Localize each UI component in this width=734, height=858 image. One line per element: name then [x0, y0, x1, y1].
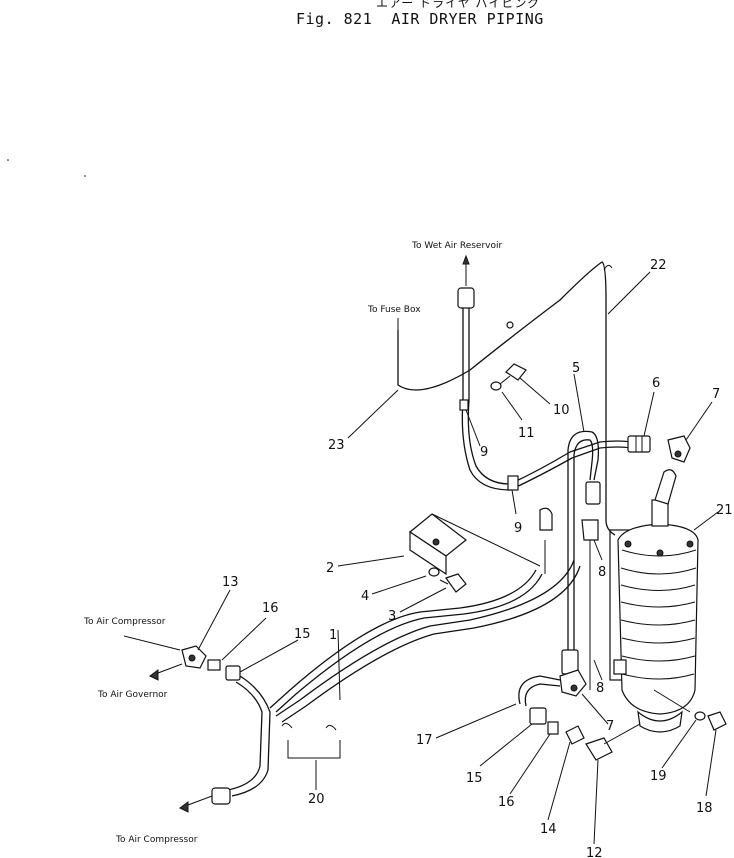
note-air-governor: To Air Governor	[97, 690, 168, 700]
figure-header: エアー ドライヤ パイピング Fig. 821 AIR DRYER PIPING	[0, 0, 734, 36]
nut-15-bottom	[529, 707, 547, 725]
callout-22: 22	[650, 258, 667, 273]
callout-5: 5	[572, 361, 580, 376]
figure-title: Fig. 821 AIR DRYER PIPING	[296, 10, 544, 28]
tee-13	[181, 645, 207, 669]
bracket-8	[581, 519, 599, 541]
note-air-compressor-top: To Air Compressor	[83, 617, 166, 627]
leader-lines	[123, 271, 719, 845]
note-air-compressor-bottom: To Air Compressor	[115, 835, 198, 845]
callout-7-bottom: 7	[606, 719, 614, 734]
nipple-16-left	[207, 659, 221, 671]
hose-17	[518, 675, 561, 707]
callout-11: 11	[518, 426, 535, 441]
figure-name: AIR DRYER PIPING	[391, 10, 544, 28]
nipple-16-bottom	[547, 721, 559, 735]
washer-19	[694, 711, 706, 721]
figure-number: Fig. 821	[296, 10, 373, 28]
callout-16-left: 16	[262, 601, 279, 616]
callout-9-top: 9	[480, 445, 488, 460]
figure-subtitle-japanese: エアー ドライヤ パイピング	[376, 0, 541, 10]
harness-23	[397, 261, 616, 536]
air-dryer-unit	[609, 469, 699, 733]
note-wet-air-reservoir: To Wet Air Reservoir	[411, 241, 502, 251]
bolt-3	[439, 573, 467, 593]
callout-15-left: 15	[294, 627, 311, 642]
callout-20: 20	[308, 792, 325, 807]
callout-14: 14	[540, 822, 557, 837]
callout-8-bottom: 8	[596, 681, 604, 696]
callout-2: 2	[326, 561, 334, 576]
callout-21: 21	[716, 503, 733, 518]
callout-18: 18	[696, 801, 713, 816]
elbow-7-top	[667, 435, 691, 463]
connector-6	[627, 435, 651, 453]
callout-7-top: 7	[712, 387, 720, 402]
clamp-20	[281, 722, 337, 731]
note-fuse-box: To Fuse Box	[367, 305, 421, 315]
callout-17: 17	[416, 733, 433, 748]
callout-10: 10	[553, 403, 570, 418]
connector-bottom-left	[211, 787, 231, 805]
callout-23: 23	[328, 438, 345, 453]
nut-15-left	[225, 665, 241, 681]
callout-16-bottom: 16	[498, 795, 515, 810]
callout-15-bottom: 15	[466, 771, 483, 786]
clip-9-bottom	[539, 507, 553, 531]
callout-12: 12	[586, 846, 603, 858]
callout-9-bottom: 9	[514, 521, 522, 536]
callout-19: 19	[650, 769, 667, 784]
callout-1: 1	[329, 628, 337, 643]
fitting-14	[565, 725, 585, 745]
callout-3: 3	[388, 609, 396, 624]
bolt-18	[707, 711, 727, 731]
callout-8-top: 8	[598, 565, 606, 580]
wet-air-reservoir-hose	[457, 254, 631, 491]
elbow-7-bottom	[559, 669, 587, 697]
pipe-5	[561, 430, 601, 675]
washer-11	[490, 381, 502, 391]
bracket-2	[408, 513, 541, 576]
callout-4: 4	[361, 589, 369, 604]
bolt-10	[499, 363, 527, 385]
callout-6: 6	[652, 376, 660, 391]
callout-13: 13	[222, 575, 239, 590]
callout-numbers: 1 2 3 4 5 6 7 7 8 8 9 9 10 11 12 13 14 1…	[222, 258, 733, 858]
pipe-1	[269, 559, 581, 723]
washer-4	[428, 567, 440, 577]
